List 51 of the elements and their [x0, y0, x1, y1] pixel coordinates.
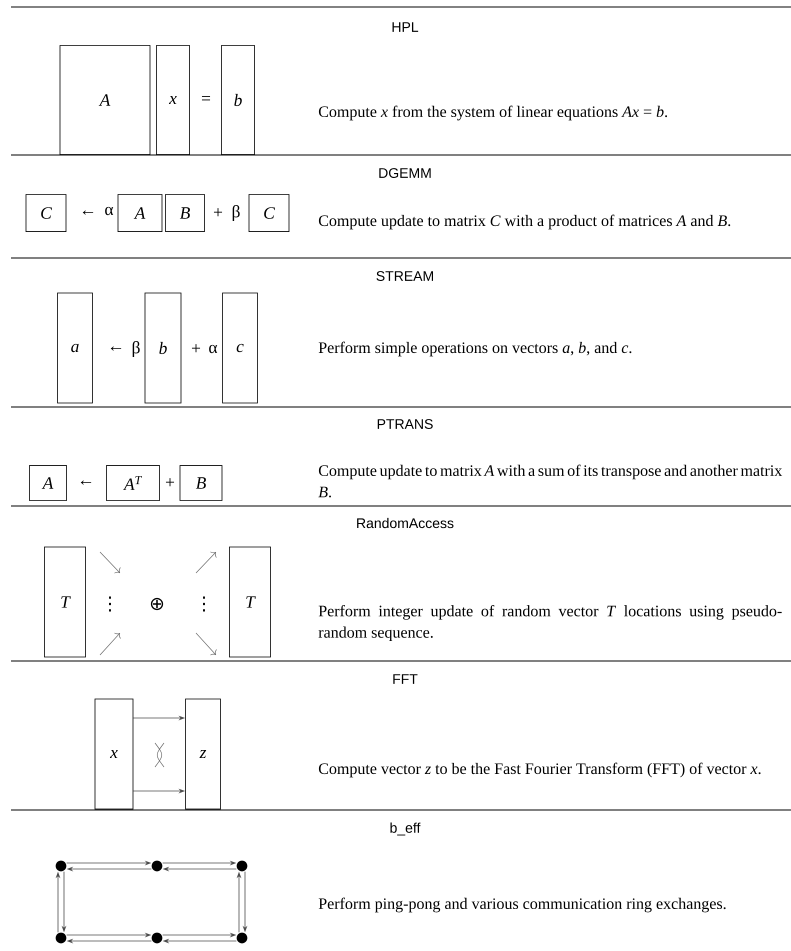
matrix-box: B [180, 465, 222, 501]
matrix-box: T [229, 546, 271, 658]
matrix-box: c [222, 292, 258, 404]
matrix-box: B [165, 194, 205, 232]
section-heading: b_eff [390, 822, 420, 836]
operator-symbol: ⋮ [203, 596, 205, 612]
description-text: Compute update to matrixA with a sum of its transpose and another matrix B. [318, 464, 782, 498]
operator-symbol: ← [80, 480, 92, 485]
section-heading: FFT [393, 674, 418, 684]
description-text: Perform integer update of random vector T locations using pseudo-random sequence. [318, 605, 782, 642]
node-dot [236, 932, 248, 944]
matrix-box: A [118, 194, 162, 232]
matrix-box: A [60, 45, 150, 155]
matrix-box: T [44, 546, 86, 658]
section-heading: HPL [392, 22, 418, 32]
matrix-box: A$^{T}$ [106, 465, 160, 501]
matrix-box: a [57, 292, 93, 404]
matrix-box: b [144, 292, 182, 404]
operator-symbol: ← [110, 346, 122, 351]
matrix-box: C [26, 194, 66, 232]
matrix-box: x [94, 698, 134, 810]
matrix-box: b [221, 45, 255, 155]
node-dot [152, 860, 162, 872]
operator-symbol: ← [82, 210, 94, 215]
matrix-box: z [185, 698, 221, 810]
matrix-box: x [156, 45, 190, 155]
description-text: Perform ping-pong and various communication ring exchanges. [318, 898, 726, 912]
section-heading: PTRANS [378, 419, 433, 429]
section-heading: STREAM [376, 271, 433, 281]
node-dot [56, 932, 66, 944]
node-dot [152, 932, 162, 944]
operator-symbol: α [105, 206, 114, 216]
operator-symbol: ⋮ [109, 596, 111, 612]
operator-symbol: + [166, 478, 174, 486]
matrix-box: C [248, 194, 290, 232]
operator-symbol: β [132, 341, 140, 357]
node-dot [236, 860, 248, 872]
node-dot [56, 860, 66, 872]
description-text: Perform simple operations on vectors a, b, and c. [318, 342, 632, 356]
operator-symbol: α [209, 344, 218, 354]
section-heading: DGEMM [379, 168, 431, 178]
operator-symbol: + [192, 344, 200, 352]
operator-symbol: + [214, 208, 222, 216]
operator-symbol: β [232, 205, 240, 221]
description-text: Compute vector z to be the Fast Fourier Transform (FFT) of vector x. [318, 762, 761, 778]
description-text: Compute update to matrix C with a product of matrices A and B. [318, 214, 730, 230]
section-heading: RandomAccess [357, 518, 454, 528]
matrix-box: A [29, 465, 67, 501]
description-text: Compute x from the system of linear equations Ax = b. [318, 106, 668, 120]
operator-symbol: ⊕ [150, 598, 164, 610]
operator-symbol: = [202, 96, 210, 100]
